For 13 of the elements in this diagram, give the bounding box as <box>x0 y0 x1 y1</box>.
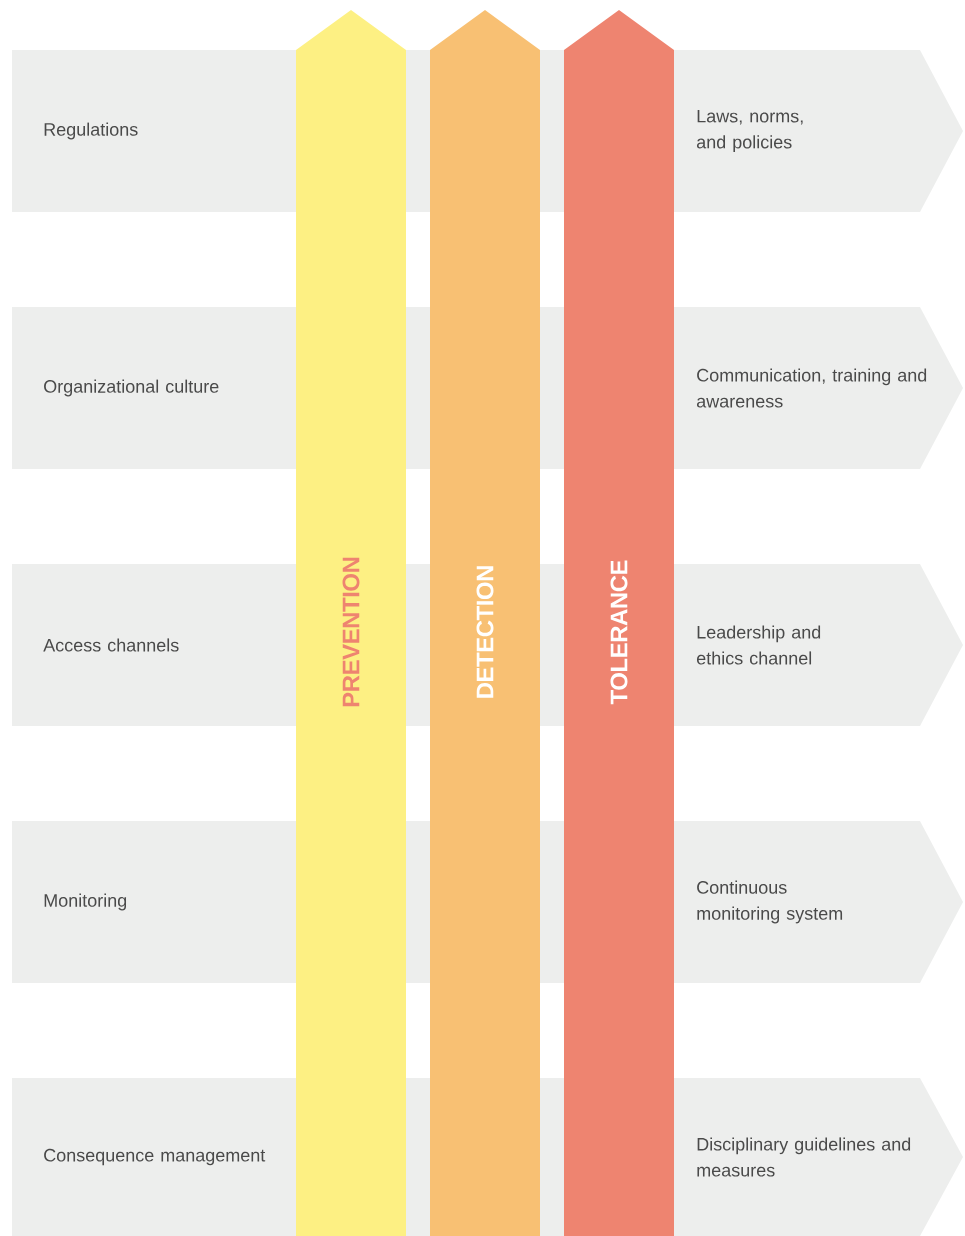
band-label: Leadership and ethics channel <box>696 625 821 665</box>
band-label: Disciplinary guidelines and measures <box>697 1137 911 1177</box>
band-label: Regulations <box>44 122 138 140</box>
band-label: Access channels <box>43 638 179 652</box>
band-label: Continuous monitoring system <box>697 880 843 924</box>
arrow-label: PREVENTION <box>342 557 360 707</box>
band-label: Communication, training and awareness <box>696 368 927 408</box>
band-label: Monitoring <box>44 893 127 911</box>
arrow-label: DETECTION <box>476 566 494 698</box>
arrow-label: TOLERANCE <box>610 560 628 705</box>
band-label: Organizational culture <box>44 379 219 397</box>
band-label: Laws, norms, and policies <box>696 109 803 153</box>
band-label: Consequence management <box>44 1148 266 1166</box>
